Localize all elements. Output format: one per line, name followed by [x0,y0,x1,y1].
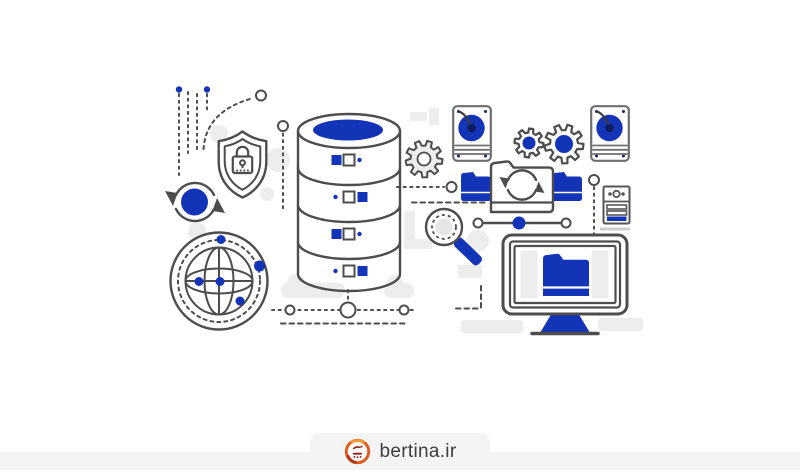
sync-arrows-icon [165,181,225,223]
node-link [472,216,572,230]
background-blobs [188,108,643,333]
watermark-text: bertina.ir [379,440,457,462]
database-stack-icon [296,112,402,293]
watermark-badge[interactable]: bertina.ir [310,433,490,470]
globe-network-icon [169,231,269,331]
folder-icon-right [551,171,583,202]
gear-small-hub [522,136,536,150]
bertina-logo [344,438,370,465]
gear-large-hub [555,135,573,153]
dotted-trails [175,86,600,310]
hdd-drive-icon-right [590,105,630,162]
magnifier-icon [424,207,482,266]
folder-icon-left [460,171,492,202]
monitor-folder-icon [501,233,629,336]
database-leds [331,153,368,278]
gear-plain-hub [416,151,432,167]
server-rack-icon [600,185,631,231]
hdd-drive-icon-left [452,105,492,162]
nodes-under-database [271,289,415,325]
folder-sync-icon [489,160,555,214]
shield-lock-icon [217,130,268,199]
